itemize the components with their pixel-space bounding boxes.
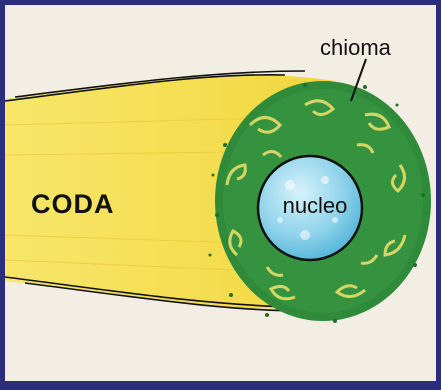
tail-label: CODA	[31, 189, 115, 220]
nucleus-label: nucleo	[260, 193, 370, 219]
coma-label: chioma	[320, 35, 391, 61]
diagram-panel: chioma CODA nucleo	[5, 5, 436, 381]
